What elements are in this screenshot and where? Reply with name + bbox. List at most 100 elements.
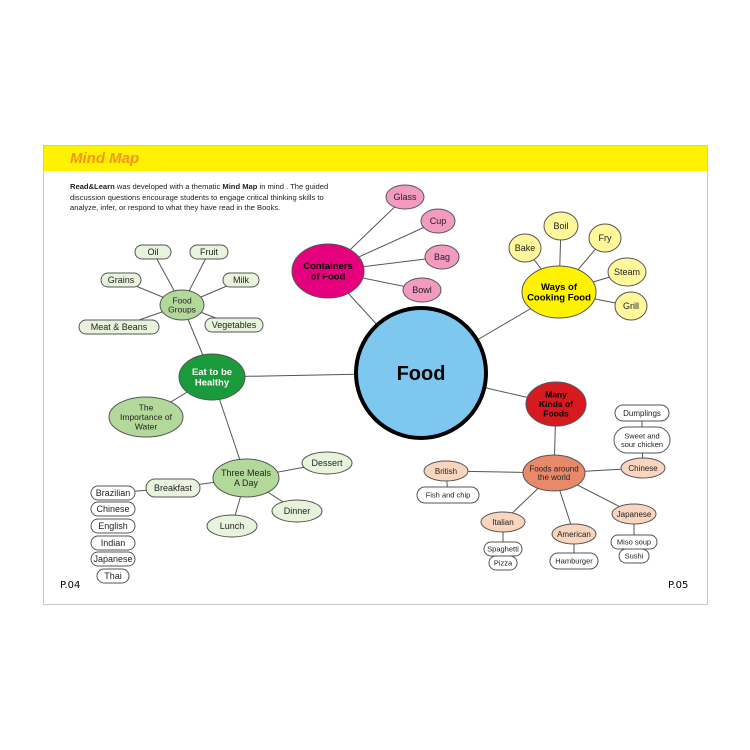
node-japanese[interactable]: Japanese: [611, 503, 657, 525]
node-shape: [424, 244, 460, 270]
node-american[interactable]: American: [551, 523, 597, 545]
node-fish[interactable]: Fish and chip: [416, 486, 480, 504]
node-shape: [291, 243, 365, 299]
node-chinese[interactable]: Chinese: [620, 457, 666, 479]
node-british[interactable]: British: [423, 460, 469, 482]
node-label: Indian: [101, 538, 126, 548]
node-shape: [522, 454, 586, 492]
node-shape: [134, 244, 172, 260]
intro-part: in mind . The guided discussion question…: [70, 182, 329, 212]
node-bake[interactable]: Bake: [508, 233, 542, 263]
node-shape: [543, 211, 579, 241]
node-spaghetti[interactable]: Spaghetti: [483, 541, 523, 557]
node-shape: [420, 208, 456, 234]
node-thai[interactable]: Thai: [96, 568, 130, 584]
node-label: Cup: [430, 216, 447, 226]
node-cup[interactable]: Cup: [420, 208, 456, 234]
node-veg[interactable]: Vegetables: [204, 317, 264, 333]
node-shape: [90, 535, 136, 551]
node-label: Hamburger: [555, 557, 593, 566]
node-fry[interactable]: Fry: [588, 223, 622, 253]
node-label: Lunch: [220, 521, 245, 531]
node-label: Brazilian: [96, 488, 131, 498]
node-shape: [204, 317, 264, 333]
node-miso[interactable]: Miso soup: [610, 534, 658, 550]
node-label: Food: [397, 363, 446, 385]
node-label: Grains: [108, 275, 135, 285]
node-milk[interactable]: Milk: [222, 272, 260, 288]
node-label: Milk: [233, 275, 249, 285]
node-shape: [222, 272, 260, 288]
node-pizza[interactable]: Pizza: [488, 555, 518, 571]
node-english[interactable]: English: [90, 518, 136, 534]
node-dumplings[interactable]: Dumplings: [614, 404, 670, 422]
node-shape: [90, 501, 136, 517]
mind-map-page: Mind Map Read&Learn was developed with a…: [43, 145, 708, 605]
node-shape: [212, 458, 280, 498]
brand-name: Read&Learn: [70, 182, 115, 191]
node-bag[interactable]: Bag: [424, 244, 460, 270]
node-label: Dumplings: [623, 409, 661, 418]
node-grains[interactable]: Grains: [100, 272, 142, 288]
intro-text: Read&Learn was developed with a thematic…: [70, 182, 340, 214]
node-japanese2[interactable]: Japanese: [90, 551, 136, 567]
node-shape: [159, 289, 205, 321]
node-meat[interactable]: Meat & Beans: [78, 319, 160, 335]
node-shape: [613, 426, 671, 454]
node-food[interactable]: Food: [354, 306, 488, 440]
node-label: Bag: [434, 252, 450, 262]
node-shape: [271, 499, 323, 523]
node-shape: [551, 523, 597, 545]
node-fruit[interactable]: Fruit: [189, 244, 229, 260]
node-indian[interactable]: Indian: [90, 535, 136, 551]
node-label: Thai: [104, 571, 122, 581]
node-shape: [402, 277, 442, 303]
node-glass[interactable]: Glass: [385, 184, 425, 210]
node-label: Vegetables: [212, 320, 257, 330]
node-shape: [521, 265, 597, 319]
node-italian[interactable]: Italian: [480, 511, 526, 533]
node-label: Fish and chip: [426, 491, 471, 500]
node-label: Oil: [148, 247, 159, 257]
mind-map-term: Mind Map: [222, 182, 258, 191]
node-dessert[interactable]: Dessert: [301, 451, 353, 475]
node-label: Italian: [492, 518, 513, 527]
node-label: British: [435, 467, 457, 476]
node-breakfast[interactable]: Breakfast: [145, 478, 201, 498]
node-grill[interactable]: Grill: [614, 291, 648, 321]
node-oil[interactable]: Oil: [134, 244, 172, 260]
node-lunch[interactable]: Lunch: [206, 514, 258, 538]
node-shape: [145, 478, 201, 498]
node-shape: [96, 568, 130, 584]
node-chinese2[interactable]: Chinese: [90, 501, 136, 517]
node-boil[interactable]: Boil: [543, 211, 579, 241]
page-number-left: P.04: [60, 580, 81, 591]
node-hamburger[interactable]: Hamburger: [549, 552, 599, 570]
node-shape: [614, 291, 648, 321]
node-shape: [620, 457, 666, 479]
node-shape: [100, 272, 142, 288]
node-bowl[interactable]: Bowl: [402, 277, 442, 303]
node-label: Grill: [623, 301, 639, 311]
node-steam[interactable]: Steam: [607, 257, 647, 287]
node-shape: [618, 548, 650, 564]
node-label: Chinese: [96, 504, 129, 514]
node-dinner[interactable]: Dinner: [271, 499, 323, 523]
node-sushi[interactable]: Sushi: [618, 548, 650, 564]
header-bar: Mind Map: [44, 146, 707, 171]
node-brazilian[interactable]: Brazilian: [90, 485, 136, 501]
node-label: Sushi: [625, 552, 644, 561]
